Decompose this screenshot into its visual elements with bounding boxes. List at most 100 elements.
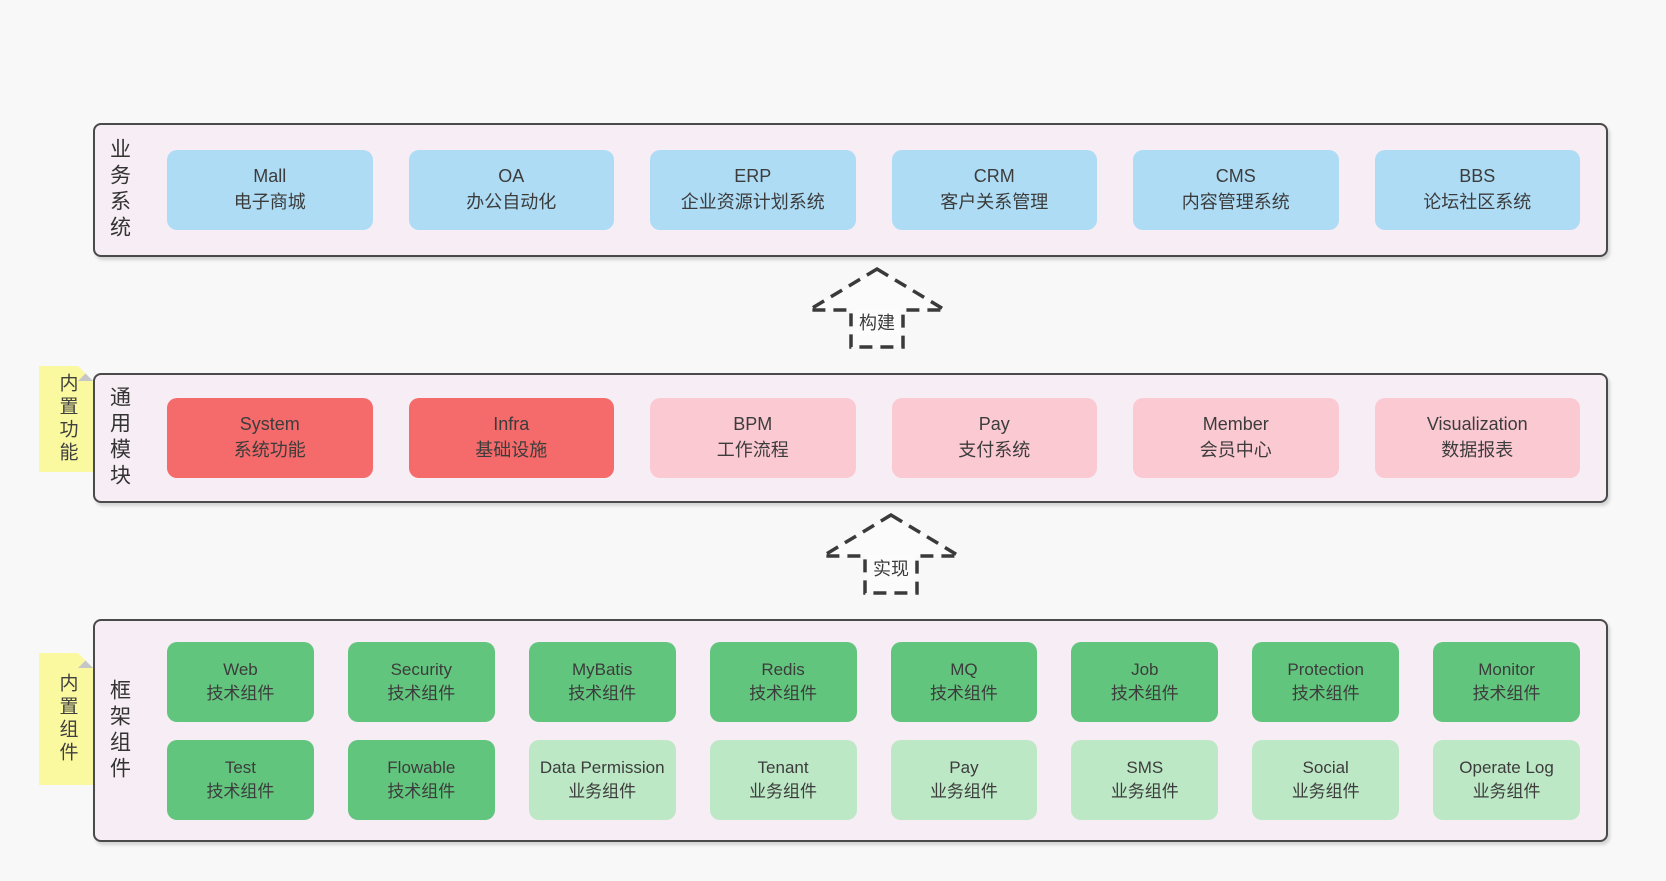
sticky-label: 内置功能 [56, 373, 78, 465]
box-title-en: Tenant [757, 758, 809, 778]
box-system: System 系统功能 [167, 398, 373, 478]
box-title-zh: 技术组件 [387, 683, 456, 703]
arrow-build: 构建 [806, 266, 948, 350]
box-title-zh: 企业资源计划系统 [680, 192, 825, 212]
box-title-en: Social [1302, 758, 1349, 778]
box-cms: CMS 内容管理系统 [1133, 150, 1339, 230]
box-title-en: SMS [1126, 758, 1164, 778]
sticky-label: 内置组件 [56, 673, 78, 765]
box-erp: ERP 企业资源计划系统 [650, 150, 856, 230]
box-mybatis: MyBatis 技术组件 [528, 641, 676, 722]
business-boxes-row: Mall 电子商城 OA 办公自动化 ERP 企业资源计划系统 CRM 客户关系… [143, 150, 1606, 230]
band-framework-components: 框架组件 Web 技术组件 Security 技术组件 MyBatis 技术组件… [93, 619, 1608, 842]
box-oa: OA 办公自动化 [408, 150, 614, 230]
module-boxes-row: System 系统功能 Infra 基础设施 BPM 工作流程 Pay 支付系统… [143, 398, 1606, 478]
box-title-zh: 会员中心 [1199, 440, 1272, 460]
box-title-en: Protection [1287, 660, 1364, 680]
box-title-en: Pay [949, 758, 979, 778]
box-title-zh: 技术组件 [749, 683, 818, 703]
component-row-2: Test 技术组件 Flowable 技术组件 Data Permission … [167, 739, 1580, 820]
box-title-en: Infra [493, 414, 530, 435]
box-title-zh: 客户关系管理 [940, 192, 1049, 212]
box-title-en: Web [223, 660, 258, 680]
box-title-en: System [239, 414, 300, 435]
box-infra: Infra 基础设施 [408, 398, 614, 478]
box-security: Security 技术组件 [347, 641, 495, 722]
box-title-zh: 技术组件 [929, 683, 998, 703]
box-title-en: Pay [978, 414, 1010, 435]
box-title-zh: 基础设施 [475, 440, 548, 460]
box-title-zh: 业务组件 [1291, 781, 1360, 801]
box-pay: Pay 支付系统 [891, 398, 1097, 478]
component-rows: Web 技术组件 Security 技术组件 MyBatis 技术组件 Redi… [143, 641, 1606, 820]
box-flowable: Flowable 技术组件 [347, 739, 495, 820]
box-monitor: Monitor 技术组件 [1433, 641, 1580, 722]
box-title-zh: 电子商城 [233, 192, 306, 212]
box-mall: Mall 电子商城 [167, 150, 373, 230]
sticky-note-builtin-features: 内置功能 [39, 366, 93, 472]
component-row-1: Web 技术组件 Security 技术组件 MyBatis 技术组件 Redi… [167, 641, 1580, 722]
box-test: Test 技术组件 [167, 739, 314, 820]
box-visualization: Visualization 数据报表 [1374, 398, 1580, 478]
box-tenant: Tenant 业务组件 [709, 739, 857, 820]
box-title-en: Job [1131, 660, 1159, 680]
box-title-en: MyBatis [571, 660, 633, 680]
arrow-implement: 实现 [820, 512, 962, 596]
box-title-en: Visualization [1426, 414, 1528, 435]
band-label: 业务系统 [107, 138, 131, 242]
box-title-zh: 数据报表 [1441, 440, 1514, 460]
box-title-zh: 内容管理系统 [1181, 192, 1290, 212]
box-title-en: ERP [734, 166, 772, 187]
box-title-en: Member [1202, 414, 1269, 435]
box-web: Web 技术组件 [167, 641, 314, 722]
band-common-modules: 通用模块 System 系统功能 Infra 基础设施 BPM 工作流程 Pay… [93, 373, 1608, 503]
box-operate-log: Operate Log 业务组件 [1433, 739, 1580, 820]
sticky-fold [78, 653, 93, 668]
box-title-zh: 论坛社区系统 [1423, 192, 1532, 212]
box-mq: MQ 技术组件 [890, 641, 1038, 722]
box-title-en: Mall [253, 166, 287, 187]
arrow-label: 实现 [869, 555, 913, 581]
box-title-zh: 系统功能 [233, 440, 306, 460]
band-business-systems: 业务系统 Mall 电子商城 OA 办公自动化 ERP 企业资源计划系统 CRM… [93, 123, 1608, 257]
box-title-zh: 技术组件 [568, 683, 637, 703]
box-bpm: BPM 工作流程 [650, 398, 856, 478]
arrow-implement-shape [820, 512, 962, 595]
box-title-en: CRM [973, 166, 1015, 187]
box-title-en: MQ [950, 660, 978, 680]
box-title-zh: 业务组件 [1472, 781, 1541, 801]
box-title-zh: 技术组件 [1110, 683, 1179, 703]
box-title-en: BBS [1459, 166, 1496, 187]
box-title-zh: 业务组件 [1110, 781, 1179, 801]
box-member: Member 会员中心 [1133, 398, 1339, 478]
sticky-note-builtin-components: 内置组件 [39, 653, 93, 785]
box-title-zh: 技术组件 [387, 781, 456, 801]
box-bbs: BBS 论坛社区系统 [1374, 150, 1580, 230]
box-protection: Protection 技术组件 [1252, 641, 1400, 722]
box-redis: Redis 技术组件 [709, 641, 857, 722]
box-title-en: Operate Log [1459, 758, 1554, 778]
box-title-en: Test [224, 758, 257, 778]
box-sms: SMS 业务组件 [1071, 739, 1219, 820]
box-title-en: Data Permission [539, 758, 665, 778]
box-pay-biz: Pay 业务组件 [890, 739, 1038, 820]
box-job: Job 技术组件 [1071, 641, 1219, 722]
box-title-zh: 业务组件 [929, 781, 998, 801]
box-title-zh: 办公自动化 [466, 192, 557, 212]
box-title-en: Monitor [1478, 660, 1535, 680]
box-crm: CRM 客户关系管理 [891, 150, 1097, 230]
band-label-wrap: 业务系统 [95, 125, 143, 255]
band-label: 框架组件 [107, 678, 131, 783]
box-title-en: Security [390, 660, 453, 680]
box-title-en: OA [498, 166, 525, 187]
box-title-en: BPM [733, 414, 773, 435]
box-title-zh: 业务组件 [749, 781, 818, 801]
band-label: 通用模块 [107, 386, 131, 490]
arrow-build-shape [806, 266, 948, 349]
sticky-fold [78, 366, 93, 381]
box-title-zh: 技术组件 [206, 683, 275, 703]
box-social: Social 业务组件 [1252, 739, 1400, 820]
box-title-en: CMS [1215, 166, 1256, 187]
box-title-zh: 技术组件 [1291, 683, 1360, 703]
